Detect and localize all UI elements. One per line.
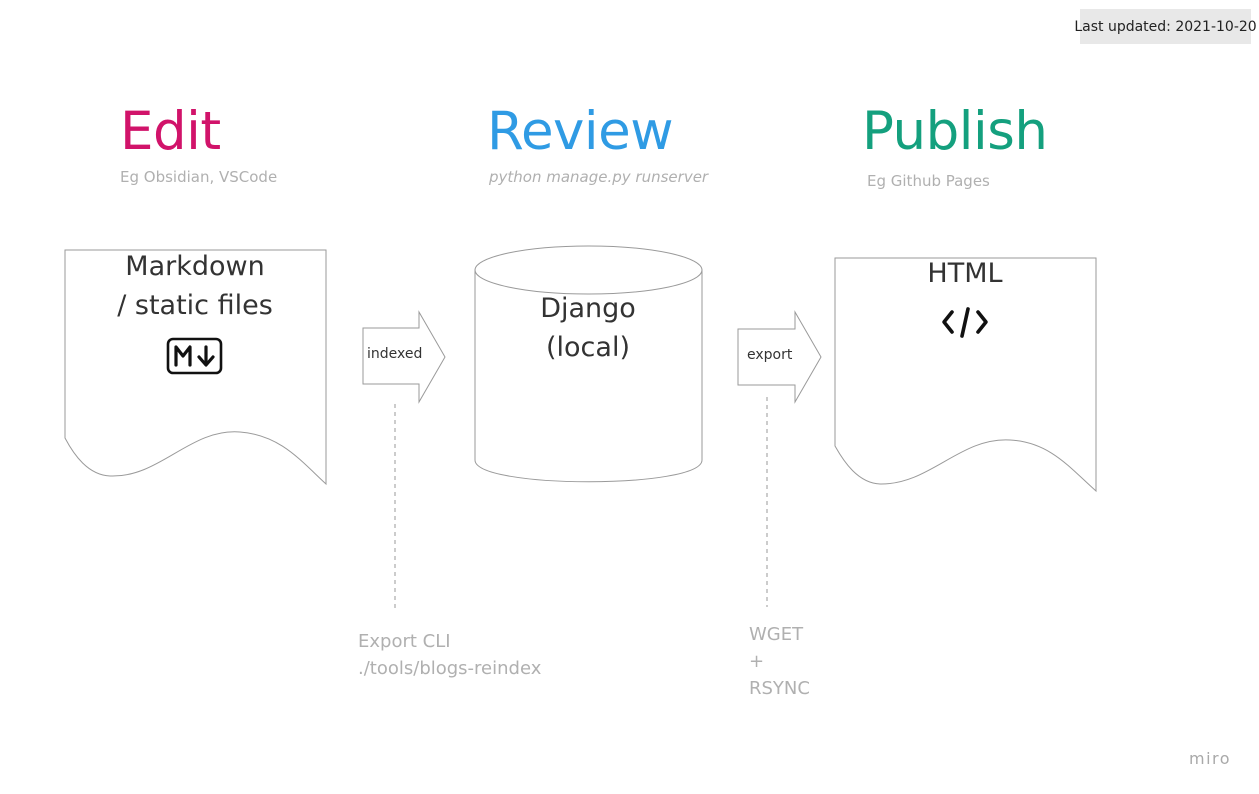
- markdown-node-label: Markdown / static files: [90, 247, 300, 325]
- export-cli-line2: ./tools/blogs-reindex: [358, 658, 542, 679]
- django-cylinder-shape[interactable]: [474, 245, 703, 483]
- export-arrow-label: export: [747, 347, 793, 363]
- export-arrow-shape[interactable]: [737, 310, 822, 404]
- html-document-shape[interactable]: [834, 257, 1097, 493]
- rsync-line: RSYNC: [749, 678, 810, 699]
- stage-subtitle-publish: Eg Github Pages: [867, 172, 990, 190]
- django-label-line1: Django: [540, 293, 636, 324]
- indexed-arrow-label: indexed: [367, 346, 423, 362]
- last-updated-badge: Last updated: 2021-10-20: [1074, 9, 1257, 44]
- export-cli-line1: Export CLI: [358, 631, 451, 652]
- plus-line: +: [749, 651, 765, 672]
- django-label-line2: (local): [546, 332, 630, 363]
- markdown-icon: [166, 337, 223, 375]
- wget-line: WGET: [749, 624, 804, 645]
- html-label-line1: HTML: [927, 258, 1003, 289]
- stage-title-edit: Edit: [120, 101, 221, 162]
- stage-subtitle-review: python manage.py runserver: [489, 168, 709, 186]
- markdown-label-line2: / static files: [117, 290, 273, 321]
- html-node-label: HTML: [860, 254, 1070, 293]
- stage-title-review: Review: [487, 101, 674, 162]
- markdown-label-line1: Markdown: [125, 251, 265, 282]
- indexed-arrow-shape[interactable]: [362, 310, 446, 404]
- wget-rsync-note: WGET + RSYNC: [749, 621, 810, 702]
- stage-title-publish: Publish: [862, 101, 1048, 162]
- stage-subtitle-edit: Eg Obsidian, VSCode: [120, 168, 278, 186]
- miro-watermark: miro: [1189, 749, 1232, 768]
- export-cli-note: Export CLI ./tools/blogs-reindex: [358, 628, 541, 682]
- django-node-label: Django (local): [483, 289, 693, 367]
- code-icon: [942, 307, 988, 338]
